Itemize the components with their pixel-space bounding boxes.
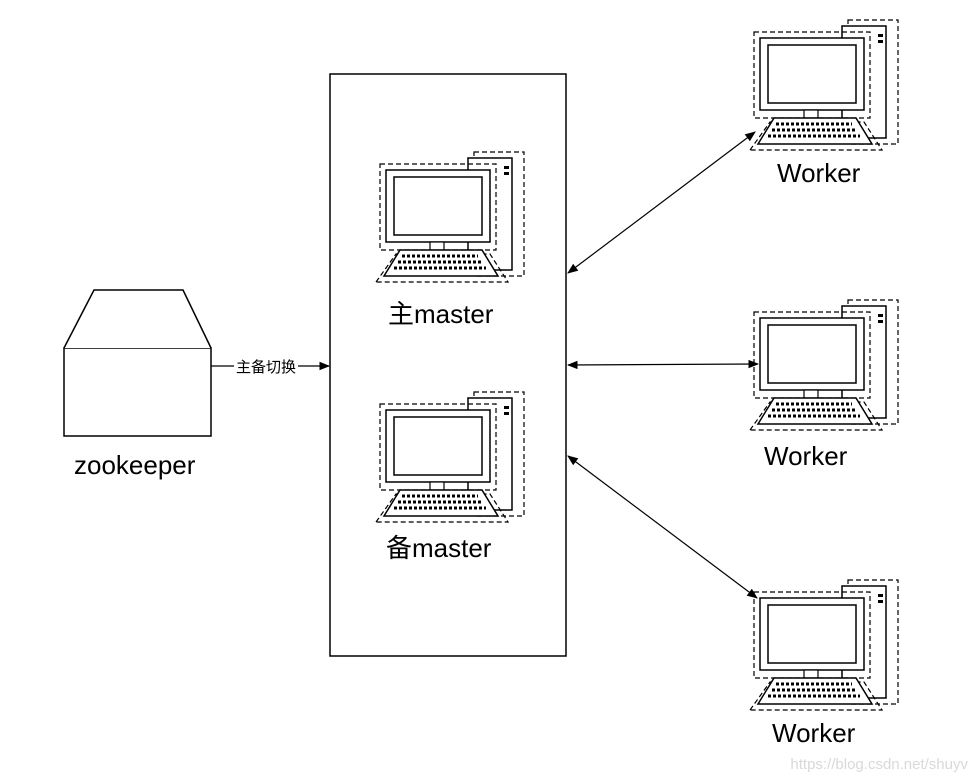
watermark: https://blog.csdn.net/shuyv: [790, 756, 968, 773]
failover-label: 主备切换: [234, 356, 299, 377]
standby-master-computer-icon: [374, 390, 526, 524]
worker-1-computer-icon: [748, 18, 900, 152]
arrow-worker-2: [566, 359, 760, 370]
zookeeper-node: [63, 289, 212, 437]
worker-2-computer-icon: [748, 298, 900, 432]
standby-master-label: 备master: [386, 533, 492, 563]
arrow-worker-3: [567, 455, 758, 599]
arrow-worker-1: [567, 131, 756, 274]
primary-master-label: 主master: [388, 299, 494, 329]
master-container: [329, 73, 567, 657]
worker-3-label: Worker: [772, 718, 856, 748]
zookeeper-label: zookeeper: [74, 450, 196, 480]
worker-2-label: Worker: [764, 441, 848, 471]
primary-master-computer-icon: [374, 150, 526, 284]
worker-3-computer-icon: [748, 578, 900, 712]
worker-1-label: Worker: [777, 158, 861, 188]
